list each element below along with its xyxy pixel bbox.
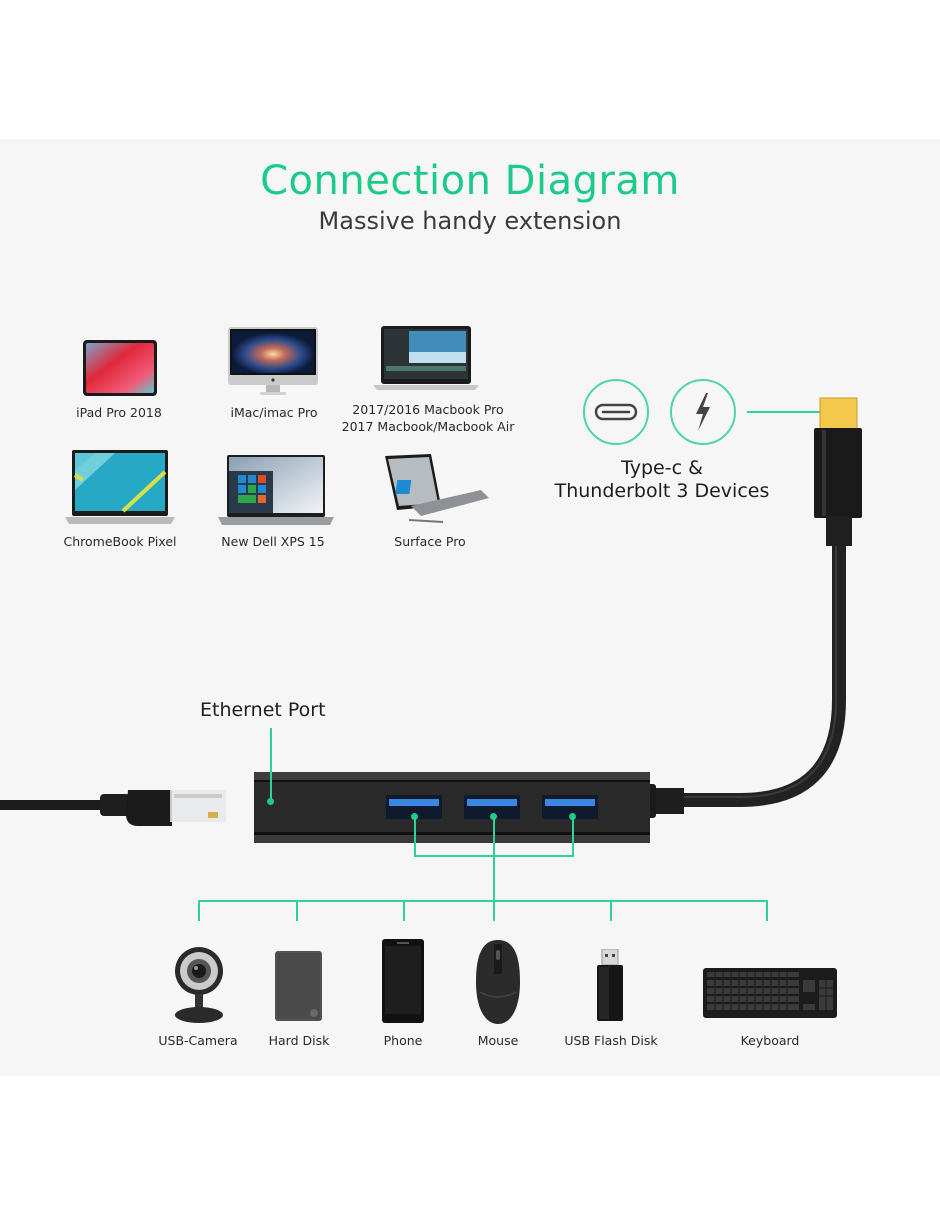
webcam-icon	[173, 945, 225, 1025]
hard-disk-icon	[275, 951, 322, 1021]
bracket-tick-hdd	[296, 900, 298, 921]
ethernet-pointer-line	[270, 728, 272, 801]
phone-icon	[382, 939, 424, 1023]
usb-port-3-dot	[569, 813, 576, 820]
usb-port-1-line	[414, 817, 416, 856]
device-label-surface: Surface Pro	[394, 534, 466, 549]
peripheral-label-hdd: Hard Disk	[268, 1033, 330, 1048]
peripheral-bracket-line	[198, 900, 768, 902]
peripheral-label-keyboard: Keyboard	[740, 1033, 800, 1048]
diagram-panel	[0, 139, 940, 1076]
peripheral-label-mouse: Mouse	[477, 1033, 519, 1048]
usb-port-1	[386, 795, 442, 819]
device-label-chromebook: ChromeBook Pixel	[63, 534, 177, 549]
macbook-pro-icon	[371, 326, 481, 392]
ethernet-pointer-dot	[267, 798, 274, 805]
bracket-tick-phone	[403, 900, 405, 921]
usb-trunk-line	[493, 817, 495, 902]
device-label-macbook: 2017/2016 Macbook Pro 2017 Macbook/Macbo…	[340, 401, 516, 435]
diagram-subtitle: Massive handy extension	[318, 207, 622, 235]
device-label-macbook-line1: 2017/2016 Macbook Pro	[352, 402, 504, 417]
bracket-tick-flash	[610, 900, 612, 921]
chromebook-icon	[65, 450, 175, 526]
keyboard-icon	[703, 968, 837, 1018]
device-label-macbook-line2: 2017 Macbook/Macbook Air	[341, 419, 515, 434]
usb-port-3-line	[572, 817, 574, 856]
usb-port-2-dot	[490, 813, 497, 820]
peripheral-label-flash: USB Flash Disk	[564, 1033, 658, 1048]
peripheral-label-camera: USB-Camera	[158, 1033, 238, 1048]
hub-cable-illustration	[0, 397, 862, 843]
bracket-tick-keyboard	[766, 900, 768, 921]
usb-flash-icon	[597, 949, 623, 1021]
surface-pro-icon	[381, 454, 491, 524]
host-connector-line	[747, 411, 827, 413]
dell-xps-icon	[218, 455, 334, 527]
device-label-imac: iMac/imac Pro	[230, 405, 318, 420]
diagram-title: Connection Diagram	[260, 158, 680, 204]
device-label-dell: New Dell XPS 15	[221, 534, 325, 549]
ethernet-port-label: Ethernet Port	[200, 699, 326, 721]
ipad-pro-icon	[83, 340, 157, 396]
bracket-tick-mouse	[493, 900, 495, 921]
host-label-line2: Thunderbolt 3 Devices	[554, 480, 770, 502]
host-label-line1: Type-c &	[621, 457, 703, 479]
usb-port-1-dot	[411, 813, 418, 820]
device-label-ipad: iPad Pro 2018	[76, 405, 162, 420]
usb-c-port-icon	[583, 379, 649, 445]
thunderbolt-icon	[670, 379, 736, 445]
imac-icon	[228, 327, 318, 397]
mouse-icon	[474, 940, 522, 1024]
bracket-tick-camera	[198, 900, 200, 921]
peripheral-label-phone: Phone	[383, 1033, 423, 1048]
